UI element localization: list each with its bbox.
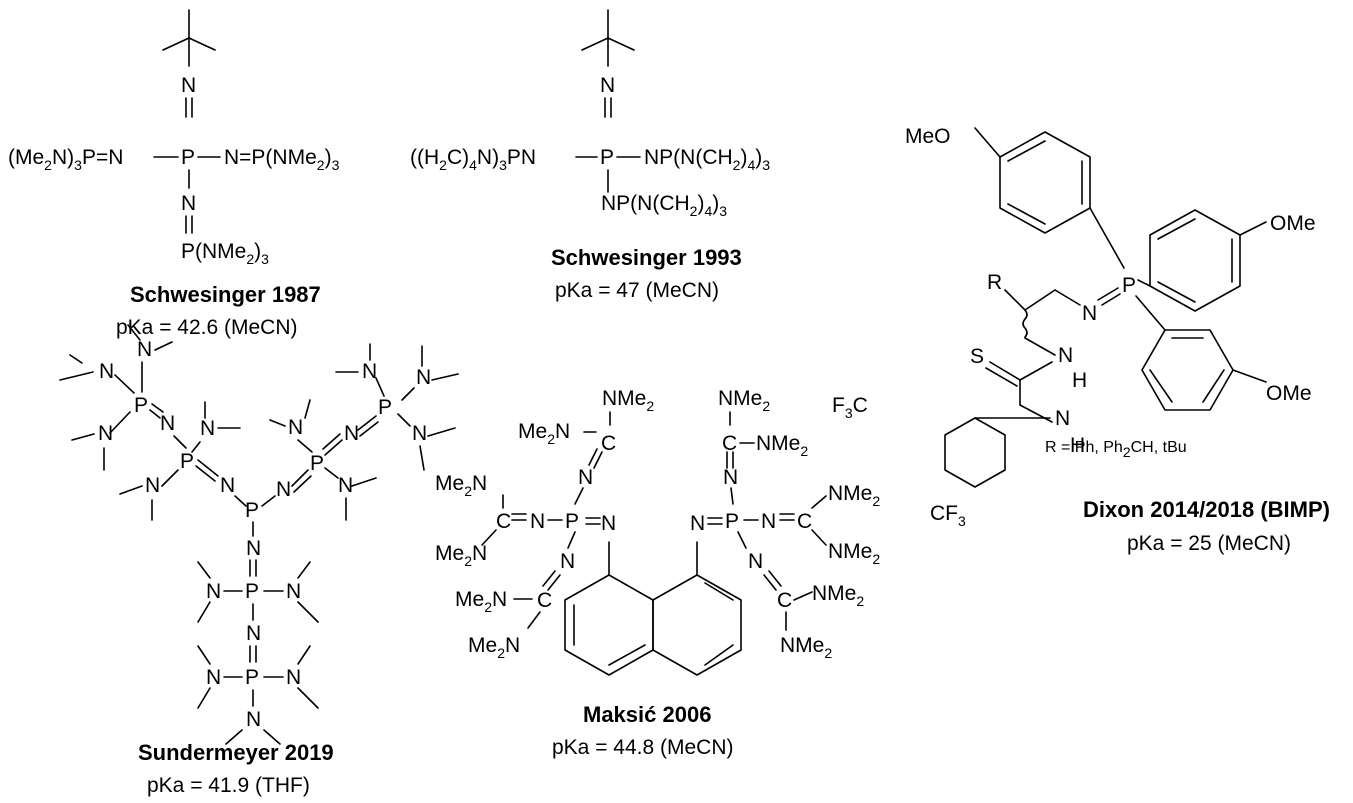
dixon-ome-2: OMe [1266,382,1312,405]
sund-n8: N [276,478,291,501]
mak-me2n-3: Me2N [518,420,570,447]
mak-c4: C [797,510,812,533]
sund-n17: N [286,580,301,603]
mak-p-left: P [565,510,579,533]
dixon-nh1-n: N [1058,344,1073,367]
mak-n-up-left: N [578,466,593,489]
mak-nme2-3: NMe2 [828,540,880,567]
mak-c1: C [496,510,511,533]
sund-n6: N [145,474,160,497]
mak-c2: C [601,432,616,455]
mak-n-down-left: N [560,550,575,573]
mak-n-up-right: N [723,466,738,489]
mak-me2n-1: Me2N [435,472,487,499]
mak-c3: C [537,589,552,612]
sund-p-center: P [245,499,259,522]
sund-n21: N [246,708,261,731]
sund-n18: N [246,622,261,645]
dixon-cf3-left: F3C [832,394,868,421]
dixon-meo: MeO [905,125,951,148]
structure-maksic-2006: N P N C Me2N Me2N N C Me2N NMe2 N C Me2N… [435,387,880,759]
dixon-r-note: R = Ph, Ph2CH, tBu [1045,439,1187,460]
sund-p2: P [180,450,194,473]
mak-c6: C [777,589,792,612]
mak-n-down-right: N [748,550,763,573]
s87-pka: pKa = 42.6 (MeCN) [116,316,298,339]
s87-center-p: P [181,146,195,169]
mak-me2n-2: Me2N [435,542,487,569]
dixon-name: Dixon 2014/2018 (BIMP) [1083,497,1330,522]
dixon-nh2-n: N [1055,407,1070,430]
mak-nme2-7: NMe2 [780,634,832,661]
sund-p5: P [245,580,259,603]
s87-left-group: (Me2N)3P=N [8,146,123,173]
s93-top-n: N [600,74,615,97]
dixon-s: S [970,345,984,368]
sund-pka: pKa = 41.9 (THF) [147,774,310,797]
s93-bottom-group: NP(N(CH2)4)3 [601,192,727,219]
s87-bottom-group: P(NMe2)3 [181,240,269,267]
s93-left-group: ((H2C)4N)3PN [410,146,536,173]
dixon-cf3-bottom: CF3 [930,502,966,529]
structure-schwesinger-1987: N (Me2N)3P=N P N=P(NMe2)3 N P(NMe2)3 Sch… [8,9,340,339]
dixon-nh1-h: H [1072,369,1087,392]
sund-n2: N [137,338,152,361]
dixon-nh2-h: H [1070,434,1085,457]
dixon-n-imine: N [1082,302,1097,325]
mak-nme2-4: NMe2 [756,432,808,459]
sund-p6: P [245,666,259,689]
sund-n14: N [412,422,427,445]
s93-center-p: P [600,146,614,169]
sund-n15: N [246,537,261,560]
sund-n13: N [416,366,431,389]
structure-schwesinger-1993: N ((H2C)4N)3PN P NP(N(CH2)4)3 NP(N(CH2)4… [410,9,770,302]
mak-n-right: N [690,512,705,535]
sund-n7: N [220,474,235,497]
sund-p3: P [310,452,324,475]
s93-right-group: NP(N(CH2)4)3 [644,146,770,173]
sund-n10: N [338,474,353,497]
dixon-p: P [1122,274,1136,297]
sund-n9: N [288,416,303,439]
sund-p4: P [378,396,392,419]
mak-n-right2: N [761,510,776,533]
s93-pka: pKa = 47 (MeCN) [555,279,719,302]
mak-nme2-5: NMe2 [718,387,770,414]
mak-pka: pKa = 44.8 (MeCN) [552,736,734,759]
s87-right-group: N=P(NMe2)3 [224,146,340,173]
dixon-ome-1: OMe [1270,212,1316,235]
s87-name: Schwesinger 1987 [130,282,321,307]
mak-me2n-4: Me2N [455,588,507,615]
mak-n-left: N [601,512,616,535]
mak-me2n-5: Me2N [468,634,520,661]
sund-n1: N [99,360,114,383]
mak-c5: C [722,432,737,455]
sund-name: Sundermeyer 2019 [138,740,334,765]
mak-nme2-1: NMe2 [602,387,654,414]
sund-n20: N [286,666,301,689]
mak-name: Maksić 2006 [583,702,711,727]
s87-top-n: N [181,74,196,97]
s93-name: Schwesinger 1993 [551,245,742,270]
structure-sundermeyer-2019: N N P N N P N N N P N P N N N P [59,324,459,797]
s87-bottom-n: N [181,192,196,215]
sund-n3: N [98,422,113,445]
sund-n4: N [160,412,175,435]
mak-nme2-2: NMe2 [828,482,880,509]
sund-n16: N [206,580,221,603]
mak-n-left2: N [530,510,545,533]
sund-n12: N [362,360,377,383]
sund-p1: P [134,394,148,417]
sund-n11: N [344,422,359,445]
structure-dixon-bimp: MeO OMe P OMe N R N H S [832,125,1330,555]
mak-nme2-6: NMe2 [812,582,864,609]
dixon-pka: pKa = 25 (MeCN) [1127,532,1291,555]
mak-p-right: P [725,510,739,533]
dixon-r: R [987,271,1002,294]
sund-n19: N [206,666,221,689]
sund-n5: N [200,417,215,440]
